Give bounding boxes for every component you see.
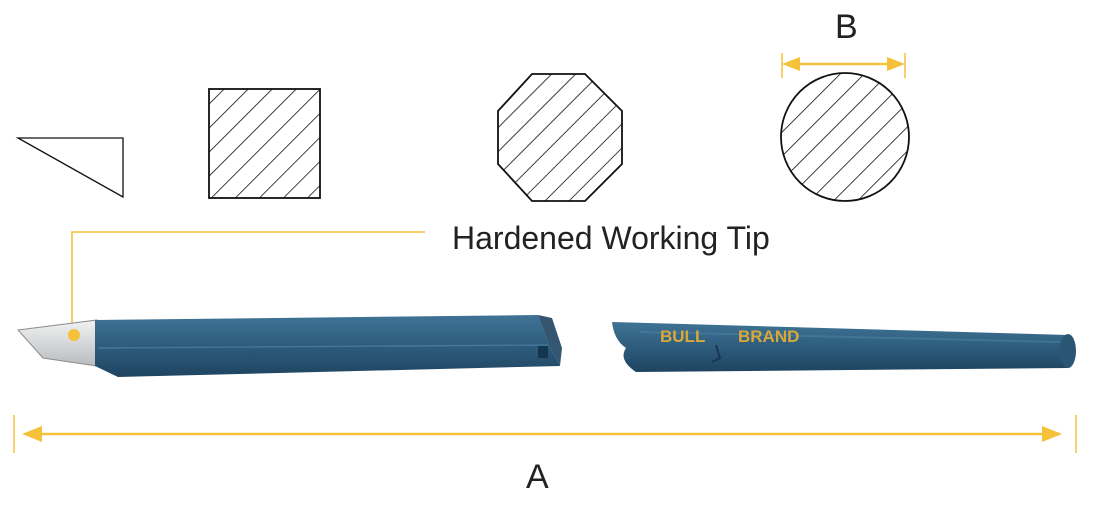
handle-notch bbox=[711, 344, 722, 363]
callout-leader-line bbox=[71, 231, 425, 334]
hardened-tip-callout-label: Hardened Working Tip bbox=[452, 220, 770, 256]
round-section bbox=[780, 72, 910, 202]
dimension-a-arrow-right bbox=[1042, 426, 1062, 442]
wedge-profile bbox=[15, 137, 124, 199]
hardened-tip bbox=[16, 319, 98, 367]
dimension-a-arrow-left bbox=[22, 426, 42, 442]
brand-text-bull: BULL bbox=[660, 327, 705, 346]
callout-dot bbox=[68, 329, 80, 341]
handle-end-cap bbox=[1060, 334, 1076, 368]
dimension-b-arrow-left bbox=[782, 57, 800, 71]
dimension-b-arrow-right bbox=[887, 57, 905, 71]
chisel-blade-section bbox=[16, 315, 562, 377]
dimension-b-label: B bbox=[835, 8, 858, 46]
dimension-a-label: A bbox=[526, 458, 549, 496]
chisel-bar-left-bevel bbox=[538, 315, 562, 366]
octagon-section bbox=[497, 73, 623, 202]
chisel-bar-left-edge bbox=[97, 344, 549, 349]
handle-highlight bbox=[639, 331, 1061, 343]
chisel-handle-section: BULL BRAND bbox=[612, 322, 1076, 372]
square-section bbox=[208, 88, 321, 199]
brand-text-brand: BRAND bbox=[738, 327, 799, 346]
chisel-bar-left-notch bbox=[538, 346, 548, 358]
